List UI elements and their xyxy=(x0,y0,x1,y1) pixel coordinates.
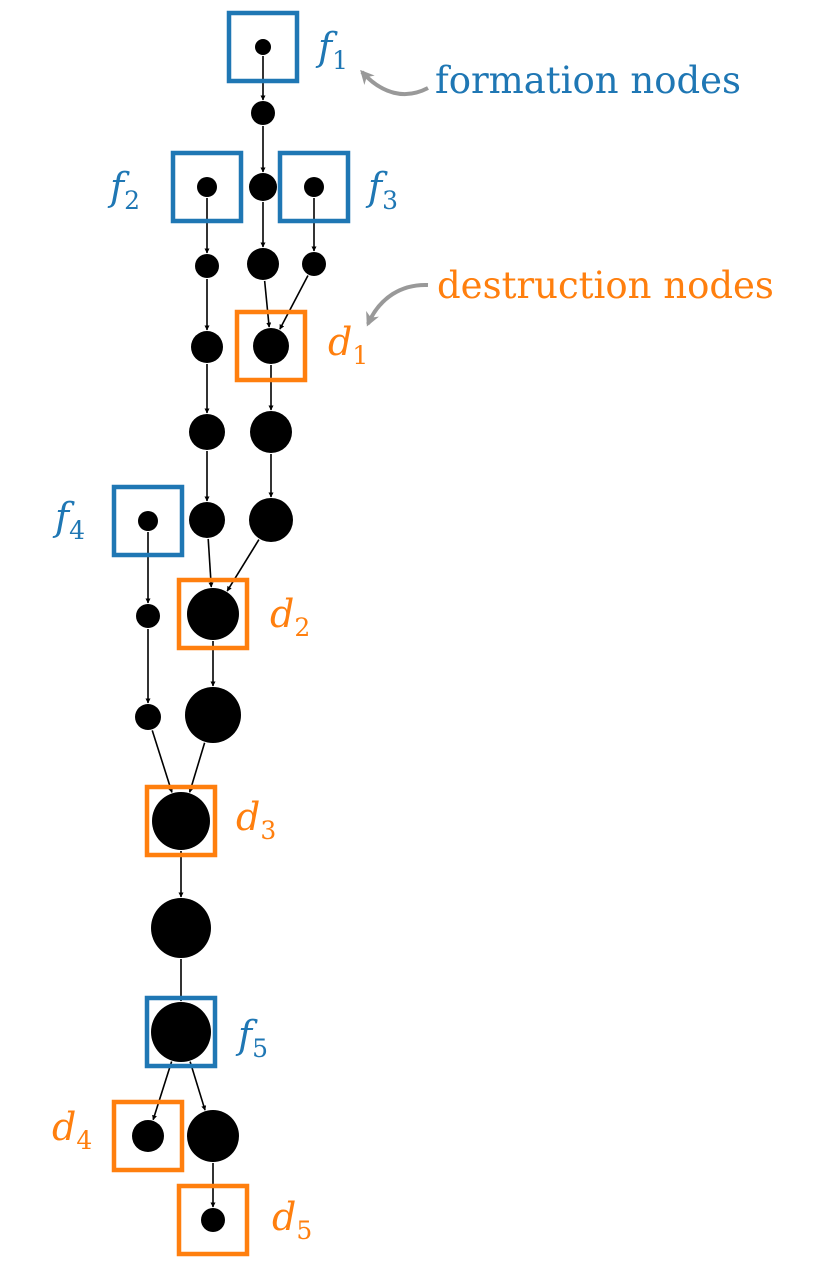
destruction-annotation-text: destruction nodes xyxy=(437,264,774,307)
node-n_d1 xyxy=(253,328,289,364)
label-d1: d1 xyxy=(328,320,368,370)
node-n_a3 xyxy=(247,248,279,280)
node-n_d4 xyxy=(132,1120,164,1152)
label-d5: d5 xyxy=(272,1195,312,1245)
formation-pointer-arrow xyxy=(360,69,429,97)
destruction-box-d5 xyxy=(176,1183,250,1257)
label-f4: f4 xyxy=(52,495,85,545)
node-n_f3 xyxy=(304,177,324,197)
formation-annotation: formation nodes xyxy=(360,59,741,102)
destruction-pointer-arrow xyxy=(366,282,429,327)
destruction-box-d1 xyxy=(234,309,308,383)
node-n_d5 xyxy=(201,1208,225,1232)
nodes xyxy=(132,39,326,1232)
node-n_b2 xyxy=(191,331,223,363)
node-n_a2 xyxy=(249,173,277,201)
formation-box-f1 xyxy=(226,10,300,84)
node-n_h1 xyxy=(185,687,241,743)
node-n_a1 xyxy=(251,101,275,125)
node-n_i1 xyxy=(151,898,211,958)
node-n_c1 xyxy=(302,252,326,276)
destruction-annotation: destruction nodes xyxy=(366,264,774,327)
node-n_f5 xyxy=(151,1002,211,1062)
formation-box-f5 xyxy=(144,995,218,1069)
label-d3: d3 xyxy=(236,795,276,845)
node-n_e2 xyxy=(249,498,293,542)
edges xyxy=(145,56,317,1208)
node-n_f2 xyxy=(197,177,217,197)
edge-n_g2-to-n_d3 xyxy=(151,730,173,793)
label-f3: f3 xyxy=(365,165,398,215)
formation-box-f2 xyxy=(170,150,244,224)
label-f1: f1 xyxy=(315,25,348,75)
node-n_d3 xyxy=(152,792,210,850)
formation-box-f4 xyxy=(111,484,185,558)
formation-annotation-text: formation nodes xyxy=(435,59,741,102)
label-d4: d4 xyxy=(52,1105,92,1155)
node-n_b1 xyxy=(195,254,219,278)
edge-n_f5-to-n_d4 xyxy=(152,1061,173,1121)
label-f2: f2 xyxy=(107,165,140,215)
marker-boxes xyxy=(111,10,351,1257)
node-n_j1 xyxy=(187,1110,239,1162)
node-n_d2 xyxy=(187,588,239,640)
destruction-box-d2 xyxy=(176,577,250,651)
node-n_b3 xyxy=(189,414,225,450)
edge-n_e2-to-n_d2 xyxy=(226,539,260,592)
edge-n_f5-to-n_j1 xyxy=(189,1061,207,1111)
label-f5: f5 xyxy=(235,1013,268,1063)
edge-n_a3-to-n_d1 xyxy=(263,280,272,328)
node-n_g1 xyxy=(136,604,160,628)
edge-n_h1-to-n_d3 xyxy=(188,742,206,793)
node-n_b4 xyxy=(189,502,225,538)
destruction-box-d3 xyxy=(144,784,218,858)
edge-n_c1-to-n_d1 xyxy=(279,275,309,330)
label-d2: d2 xyxy=(270,592,310,642)
labels: f1 f2 f3 f4 f5 d1 d2 d3 d4 d5 xyxy=(52,25,398,1245)
node-n_g2 xyxy=(135,704,161,730)
destruction-box-d4 xyxy=(111,1099,185,1173)
formation-box-f3 xyxy=(277,150,351,224)
node-n_e1 xyxy=(250,411,292,453)
node-n_f1 xyxy=(255,39,271,55)
node-n_f4 xyxy=(138,511,158,531)
